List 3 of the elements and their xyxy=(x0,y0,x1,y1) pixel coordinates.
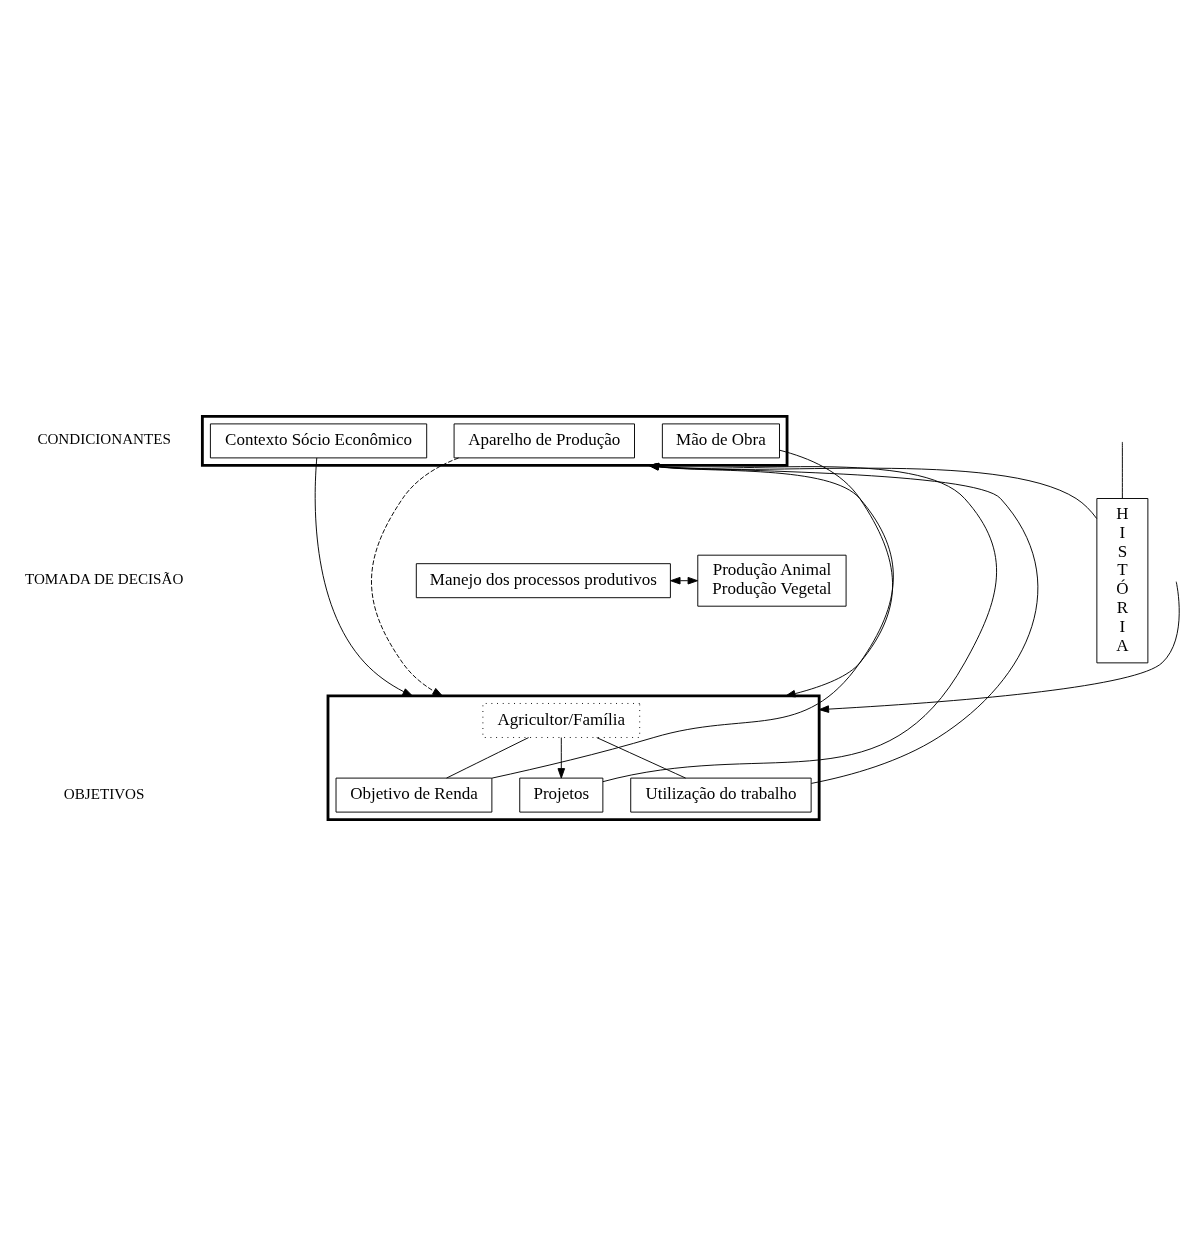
label: CONDICIONANTES xyxy=(37,431,171,448)
label: OBJETIVOS xyxy=(63,785,145,802)
label: TOMADA DE DECISÃO xyxy=(24,571,184,588)
